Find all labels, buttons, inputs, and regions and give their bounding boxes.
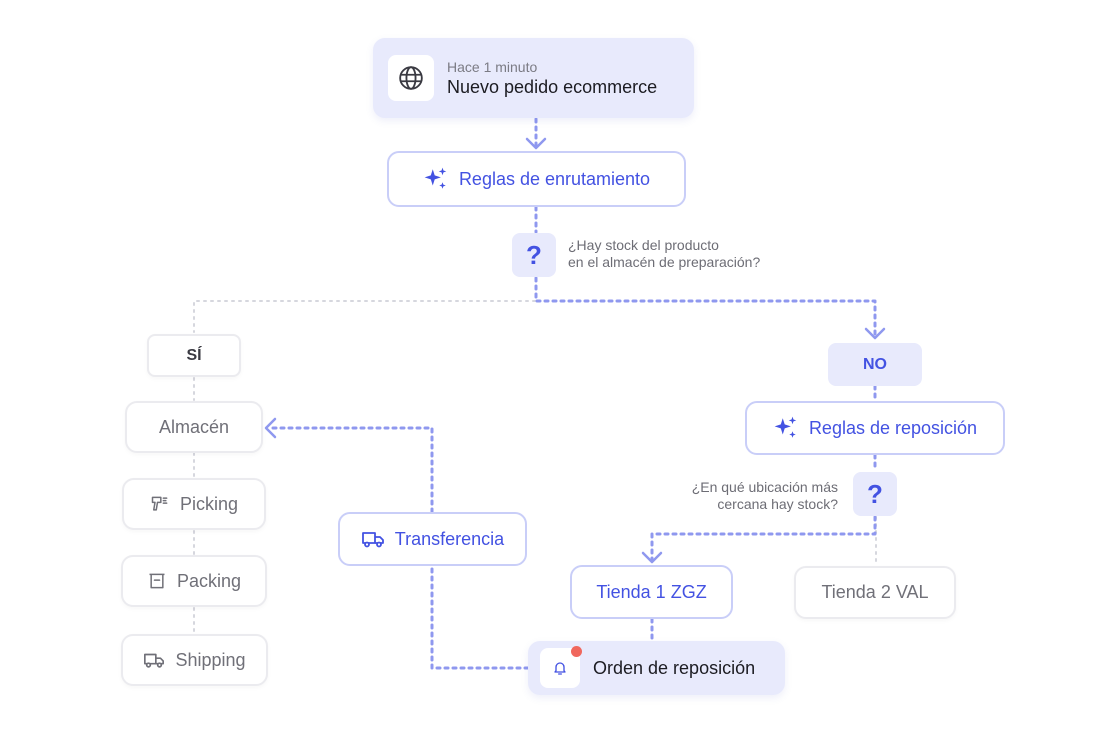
trigger-title: Nuevo pedido ecommerce (447, 76, 658, 97)
connector-transfer-almacen (266, 426, 434, 514)
store-1-label: Tienda 1 ZGZ (596, 581, 707, 602)
routing-rules-node[interactable]: Reglas de enrutamiento (387, 151, 686, 207)
step-picking[interactable]: Picking (122, 478, 266, 530)
sparkles-icon (773, 415, 799, 441)
bell-icon (540, 646, 582, 688)
question-1-line-2: en el almacén de preparación? (568, 254, 761, 270)
truck-icon (361, 527, 385, 551)
globe-icon (388, 55, 434, 101)
question-1-line-1: ¿Hay stock del producto (568, 237, 719, 253)
sparkles-icon (423, 166, 449, 192)
store-1-node[interactable]: Tienda 1 ZGZ (570, 565, 733, 619)
scanner-icon (150, 494, 170, 514)
no-label-text: NO (863, 355, 887, 373)
arrow-into-almacen (264, 417, 277, 439)
replenishment-order-label: Orden de reposición (593, 657, 756, 678)
step-almacen[interactable]: Almacén (125, 401, 263, 453)
replenishment-order-card[interactable]: Orden de reposición (528, 641, 785, 695)
truck-icon (143, 649, 165, 671)
step-picking-label: Picking (179, 493, 239, 514)
arrow-into-routing (525, 137, 547, 150)
store-2-label: Tienda 2 VAL (821, 582, 929, 602)
routing-rules-label: Reglas de enrutamiento (458, 168, 651, 189)
yes-label: SÍ (147, 334, 241, 377)
trigger-time: Hace 1 minuto (447, 58, 538, 75)
connector-question-no (534, 276, 877, 340)
connector-question-store1 (650, 515, 877, 564)
step-shipping-label: Shipping (175, 649, 246, 670)
box-icon (147, 571, 167, 591)
step-shipping[interactable]: Shipping (121, 634, 268, 686)
question-2-line-1: ¿En qué ubicación más (691, 479, 838, 495)
connector-order-transfer (430, 564, 530, 670)
notification-dot (571, 646, 582, 657)
connector-split-left (193, 300, 536, 333)
arrow-into-store1 (641, 551, 663, 564)
trigger-card[interactable]: Hace 1 minuto Nuevo pedido ecommerce (373, 38, 694, 118)
replenishment-rules-node[interactable]: Reglas de reposición (745, 401, 1005, 455)
question-1-text: ¿Hay stock del producto en el almacén de… (568, 237, 760, 271)
step-packing-label: Packing (176, 570, 242, 591)
no-label: NO (828, 343, 922, 386)
store-2-node[interactable]: Tienda 2 VAL (794, 566, 956, 619)
yes-label-text: SÍ (186, 346, 202, 364)
arrow-into-no (864, 327, 886, 340)
step-packing[interactable]: Packing (121, 555, 267, 607)
question-mark-icon: ? (512, 233, 556, 277)
question-2-text: ¿En qué ubicación más cercana hay stock? (640, 479, 838, 513)
question-mark-icon: ? (853, 472, 897, 516)
question-2-line-2: cercana hay stock? (717, 496, 838, 512)
transfer-label: Transferencia (394, 528, 505, 549)
transfer-node[interactable]: Transferencia (338, 512, 527, 566)
step-almacen-label: Almacén (158, 416, 230, 437)
replenishment-rules-label: Reglas de reposición (808, 417, 978, 438)
